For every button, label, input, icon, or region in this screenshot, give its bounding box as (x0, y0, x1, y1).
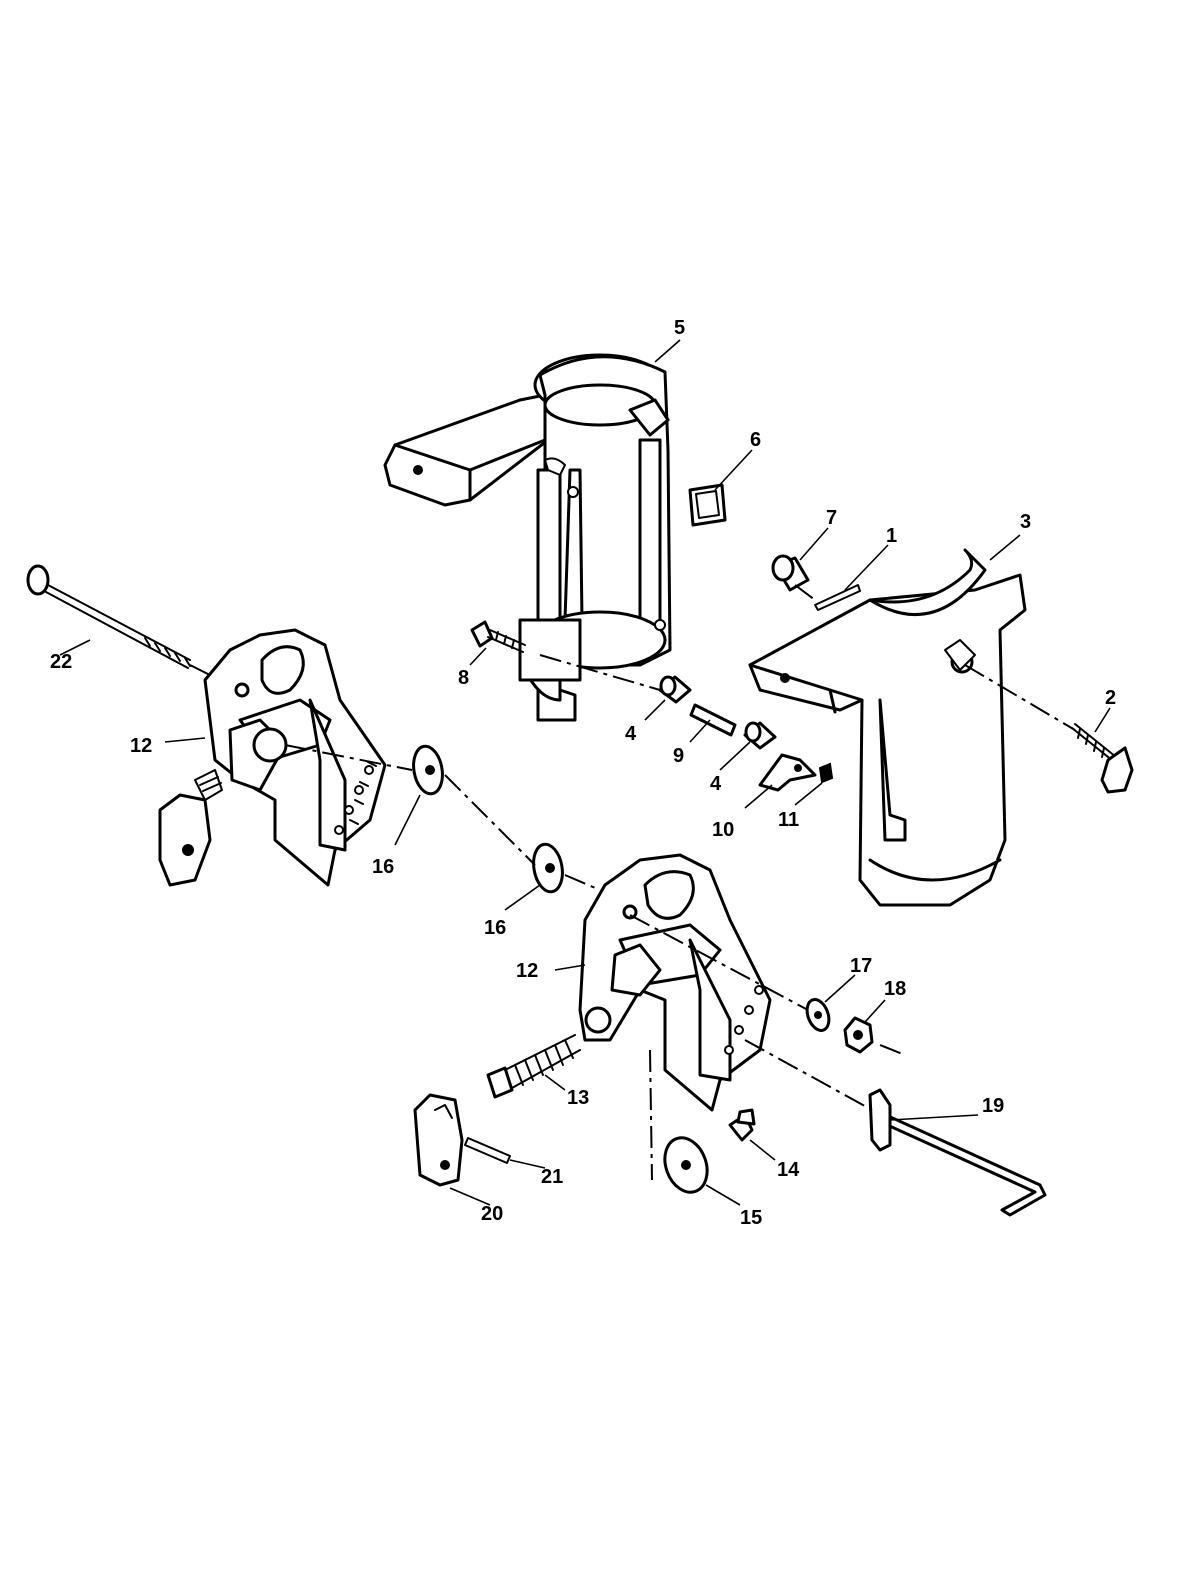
part-12-clamp-bracket-right (578, 853, 772, 1112)
label-16a: 16 (372, 856, 394, 878)
part-17-washer (805, 998, 831, 1032)
label-11: 11 (778, 809, 799, 831)
part-14-grease-fitting (728, 1108, 756, 1142)
part-5-swivel-housing (383, 353, 672, 722)
part-7-bushing (771, 554, 810, 592)
label-9: 9 (673, 745, 684, 767)
assembly-axis-lines (189, 584, 1076, 1181)
part-12-clamp-bracket-left (158, 628, 387, 887)
label-19: 19 (982, 1095, 1004, 1117)
label-22: 22 (50, 651, 72, 673)
part-4-bushing-b (743, 721, 777, 750)
label-12a: 12 (130, 735, 152, 757)
label-4b: 4 (710, 773, 722, 795)
part-18-nut (843, 1016, 874, 1054)
part-3-bracket-cover (748, 548, 1027, 907)
label-3: 3 (1020, 511, 1031, 533)
part-20-thumb-lever (413, 1093, 464, 1187)
label-6: 6 (750, 429, 761, 451)
part-8-bolt (470, 620, 526, 653)
part-9-pin (689, 703, 737, 737)
label-18: 18 (884, 978, 906, 1000)
part-15-washer (663, 1136, 709, 1194)
part-1-cotter-pin (814, 584, 861, 611)
part-10-tilt-lever (758, 753, 817, 792)
label-20: 20 (481, 1203, 503, 1225)
label-7: 7 (826, 507, 837, 529)
label-13: 13 (567, 1087, 589, 1109)
leader-lines (59, 339, 1111, 1206)
part-22-long-bolt (26, 564, 191, 669)
label-10: 10 (712, 819, 734, 841)
part-16-washer-center (532, 842, 564, 894)
label-1: 1 (886, 525, 897, 547)
part-4-bushing-a (658, 675, 692, 704)
part-13-spring (486, 1034, 581, 1099)
label-16b: 16 (484, 917, 506, 939)
callout-labels: 5 6 7 1 3 22 8 2 12 4 9 4 10 11 16 16 12… (50, 317, 1116, 1229)
part-19-tilt-rod (868, 1088, 1047, 1217)
label-21: 21 (541, 1166, 563, 1188)
label-8: 8 (458, 667, 469, 689)
label-12b: 12 (516, 960, 538, 982)
part-21-pin (464, 1137, 511, 1164)
label-17: 17 (850, 955, 872, 977)
part-2-clamp-screw (1071, 723, 1134, 794)
label-14: 14 (777, 1159, 800, 1181)
part-11-spring (818, 762, 834, 784)
label-15: 15 (740, 1207, 762, 1229)
part-16-washer-left (412, 744, 444, 796)
label-2: 2 (1105, 687, 1116, 709)
label-5: 5 (674, 317, 685, 339)
label-4a: 4 (625, 723, 637, 745)
part-6-pad (688, 483, 727, 527)
